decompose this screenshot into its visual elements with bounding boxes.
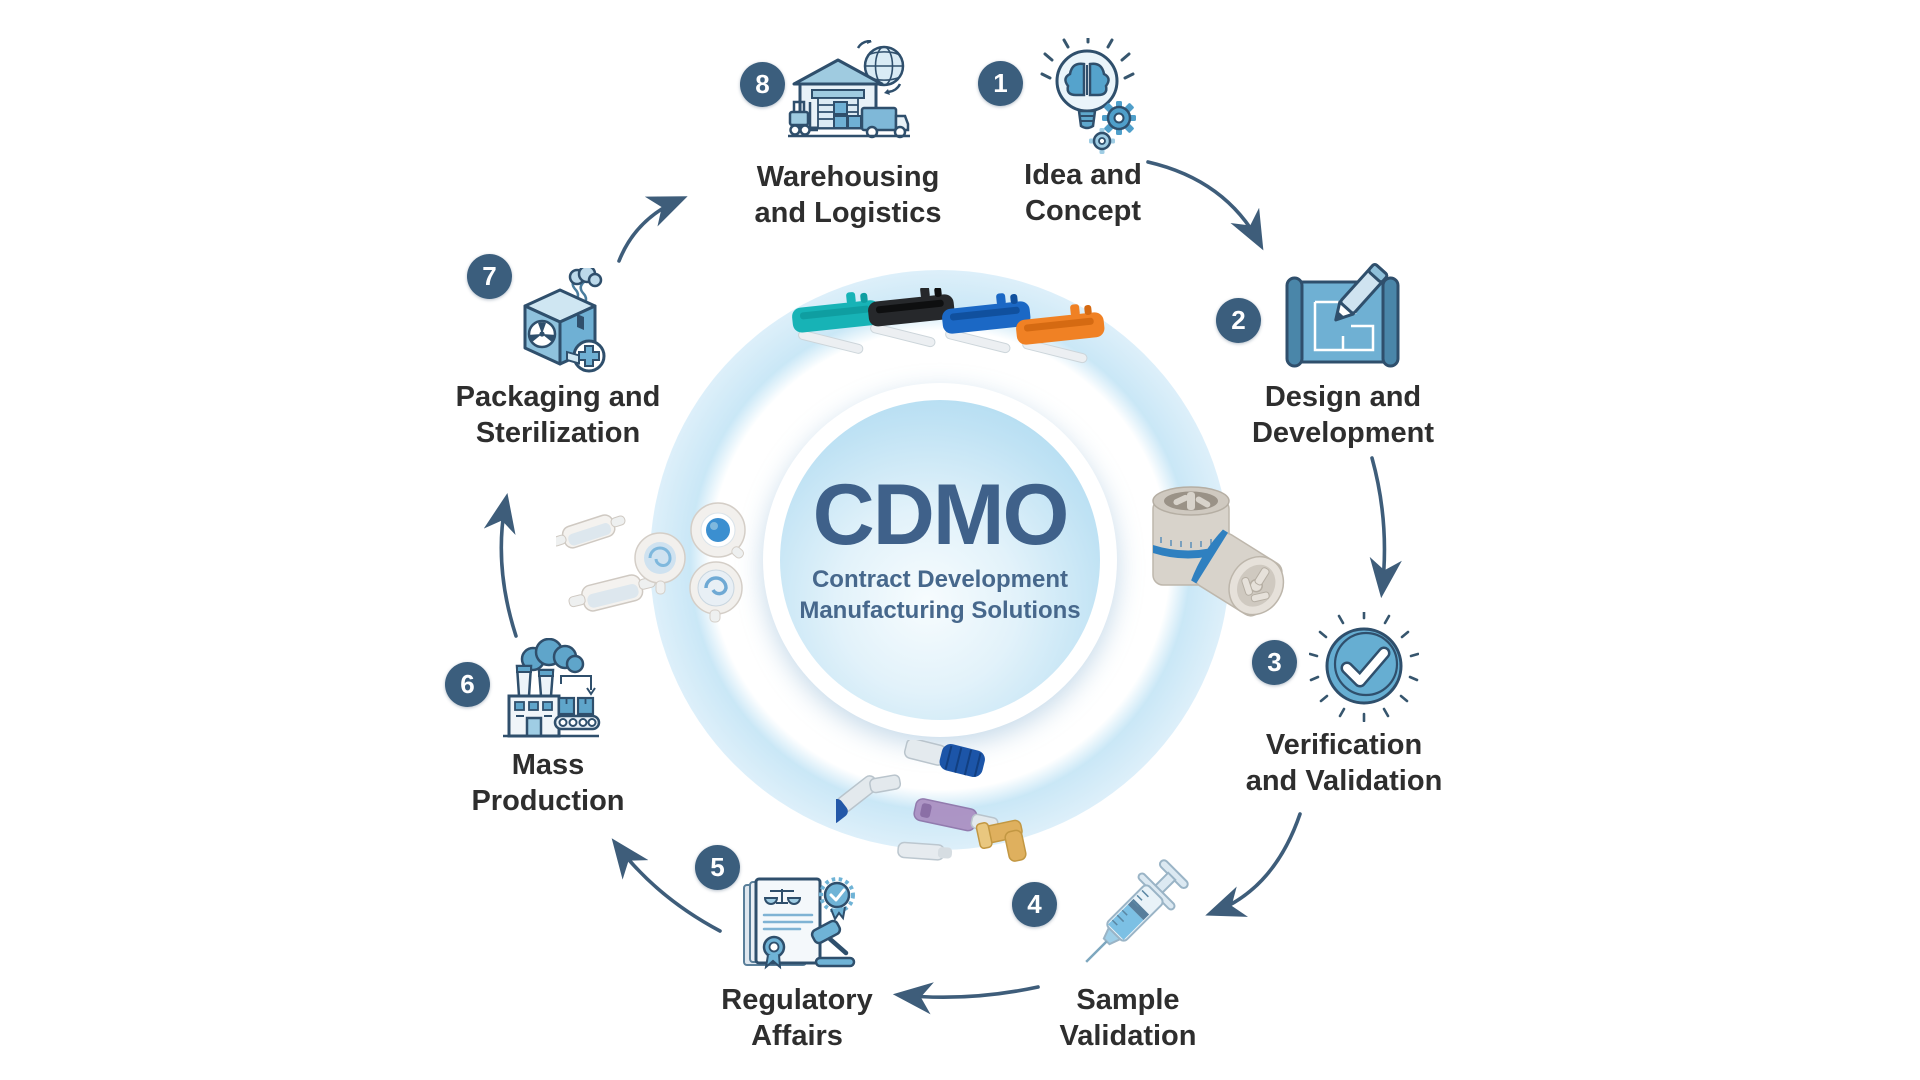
step-8-number-badge: 8 (740, 62, 785, 107)
step-2-number-badge: 2 (1216, 298, 1261, 343)
step-2-label: Design and Development (1183, 379, 1503, 451)
sterile-package-icon (523, 268, 606, 373)
white-dial-cylinders-photo (1152, 486, 1285, 617)
step-1-label-line2: Concept (1025, 195, 1141, 227)
step-2-label-line1: Design and (1264, 381, 1422, 413)
step-8-label: Warehousing and Logistics (688, 159, 1008, 231)
warehouse-logistics-icon (788, 40, 910, 139)
factory-icon (503, 638, 601, 738)
step-5-label: Regulatory Affairs (637, 982, 957, 1054)
syringe-icon (1085, 859, 1189, 963)
step-7-label-line2: Sterilization (475, 417, 641, 449)
step-1-number-badge: 1 (978, 61, 1023, 106)
arrow-step5-to-step6 (611, 838, 722, 933)
step-3-number-badge: 3 (1252, 640, 1297, 685)
truck-icon (860, 106, 910, 139)
step-4-number-badge: 4 (1012, 882, 1057, 927)
center-title: CDMO (812, 467, 1070, 563)
luer-connectors-photo (836, 740, 1027, 862)
colored-injector-devices-photo (792, 288, 1105, 364)
step-8-label-line1: Warehousing (756, 161, 940, 193)
step-4-label-line2: Validation (1059, 1020, 1197, 1052)
step-6-number: 6 (460, 669, 475, 699)
center-subtitle-line1: Contract Development (811, 566, 1069, 593)
step-5-label-line1: Regulatory (721, 984, 873, 1016)
globe-icon (856, 40, 905, 95)
step-5-number: 5 (710, 852, 725, 882)
step-7-number-badge: 7 (467, 254, 512, 299)
step-8-label-line2: and Logistics (754, 197, 942, 229)
step-7-label-line1: Packaging and (455, 381, 661, 413)
center-subtitle-line2: Manufacturing Solutions (799, 597, 1081, 624)
radiation-symbol-icon (527, 319, 557, 349)
arrow-step2-to-step3 (1369, 456, 1402, 599)
step-5-label-line2: Affairs (751, 1020, 843, 1052)
step-8-number: 8 (755, 69, 770, 99)
step-4-number: 4 (1027, 889, 1042, 919)
arrow-step1-to-step2 (1146, 160, 1264, 251)
gear-icon (1089, 101, 1136, 154)
center-text-block: CDMO Contract Development Manufacturing … (763, 472, 1117, 626)
step-6-label: Mass Production (388, 747, 708, 819)
documents-gavel-icon (743, 877, 856, 970)
step-7-label: Packaging and Sterilization (398, 379, 718, 451)
step-3-label-line2: and Validation (1245, 765, 1443, 797)
forklift-icon (788, 100, 818, 136)
step-3-label: Verification and Validation (1184, 727, 1504, 799)
center-subtitle: Contract Development Manufacturing Solut… (763, 564, 1117, 626)
arrow-step3-to-step4 (1205, 812, 1302, 917)
step-6-label-line1: Mass (511, 749, 585, 781)
medical-cross-icon (572, 339, 606, 373)
step-5-number-badge: 5 (695, 845, 740, 890)
step-1-label: Idea and Concept (923, 157, 1243, 229)
step-1-number: 1 (993, 68, 1008, 98)
step-7-number: 7 (482, 261, 497, 291)
step-2-label-line2: Development (1251, 417, 1435, 449)
step-2-number: 2 (1231, 305, 1246, 335)
step-4-label-line1: Sample (1076, 984, 1180, 1016)
step-3-number: 3 (1267, 647, 1282, 677)
step-6-number-badge: 6 (445, 662, 490, 707)
step-6-label-line2: Production (471, 785, 625, 817)
step-4-label: Sample Validation (968, 982, 1288, 1054)
syringe-filters-photo (556, 502, 746, 623)
arrow-step4-to-step5 (892, 982, 1040, 1015)
blueprint-pencil-icon (1285, 263, 1400, 368)
arrow-step6-to-step7 (483, 492, 518, 638)
check-badge-icon (1309, 612, 1419, 722)
arrow-step7-to-step8 (617, 196, 688, 263)
center-blue-disc (780, 400, 1100, 720)
lightbulb-brain-gears-icon (1040, 38, 1136, 154)
step-1-label-line1: Idea and (1024, 159, 1142, 191)
step-3-label-line1: Verification (1265, 729, 1423, 761)
